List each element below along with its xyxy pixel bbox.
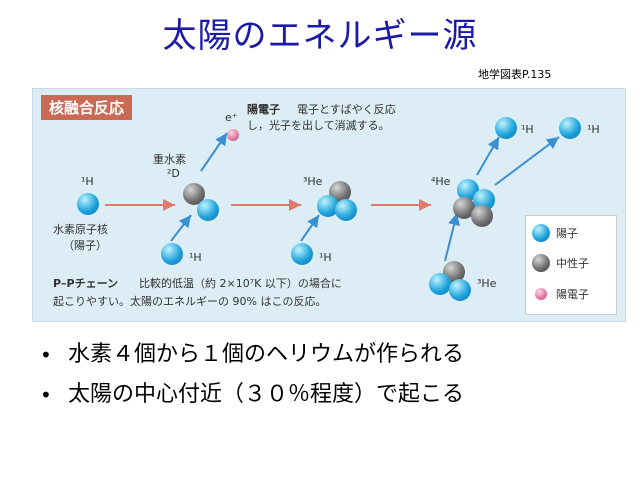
legend-neutron-label: 中性子 [556, 257, 589, 270]
h1-symbol: ¹H [81, 175, 94, 188]
neutron-swatch [532, 254, 550, 272]
legend-item-neutron: 中性子 [532, 254, 589, 272]
bullet-item: • 太陽の中心付近（３０％程度）で起こる [40, 380, 464, 420]
source-note: 地学図表P.135 [478, 68, 552, 81]
bullet-dot: • [40, 383, 52, 407]
bullet-text: 水素４個から１個のヘリウムが作られる [68, 342, 465, 367]
arrow-he3-in [444, 212, 460, 262]
he3-proton-2 [335, 199, 357, 221]
arrow-h-in-1 [170, 214, 192, 242]
he4-symbol: ⁴He [431, 175, 451, 188]
outgoing-proton-1 [495, 117, 517, 139]
he4-neutron-2 [471, 205, 493, 227]
legend-item-positron: 陽電子 [532, 286, 589, 302]
legend-positron-label: 陽電子 [556, 288, 589, 301]
arrow-h-out-2 [494, 136, 560, 186]
deuterium-symbol: ²D [167, 167, 180, 180]
incoming-proton-1 [161, 243, 183, 265]
positron-symbol: e⁺ [225, 111, 238, 124]
arrow-positron-out [200, 132, 228, 172]
he3-symbol-2: ³He [477, 277, 497, 290]
reaction-arrows [105, 132, 560, 262]
fusion-diagram: 核融合反応 e⁺ 陽電子 電子とすばやく反応 し，光子を出して消滅する。 ¹H … [32, 88, 626, 322]
h1-symbol-5: ¹H [587, 123, 600, 136]
incoming-proton-2 [291, 243, 313, 265]
legend-proton-label: 陽子 [556, 227, 578, 240]
outgoing-proton-2 [559, 117, 581, 139]
diagram-legend: 陽子 中性子 陽電子 [525, 215, 617, 315]
deuterium-neutron [183, 183, 205, 205]
slide-title: 太陽のエネルギー源 [162, 16, 478, 56]
positron-desc-2: し，光子を出して消滅する。 [247, 119, 390, 132]
he3-symbol: ³He [303, 175, 323, 188]
positron-desc-1: 電子とすばやく反応 [297, 103, 396, 116]
proton-swatch [532, 224, 550, 242]
proton-hydrogen [77, 193, 99, 215]
legend-item-proton: 陽子 [532, 224, 578, 242]
h1-label-1: 水素原子核 [53, 223, 108, 236]
deuterium-label: 重水素 [153, 153, 186, 166]
chain-name: P–Pチェーン [53, 277, 119, 290]
he3-proton-1 [317, 195, 339, 217]
positron-label: 陽電子 [247, 103, 280, 116]
bullet-dot: • [40, 343, 52, 367]
h1-symbol-2: ¹H [189, 251, 202, 264]
incoming-he3-proton-1 [429, 273, 451, 295]
chain-desc-2: 起こりやすい。太陽のエネルギーの 90% はこの反応。 [53, 295, 327, 308]
h1-symbol-4: ¹H [521, 123, 534, 136]
bullet-item: • 水素４個から１個のヘリウムが作られる [40, 340, 464, 380]
h1-symbol-3: ¹H [319, 251, 332, 264]
bullet-text: 太陽の中心付近（３０％程度）で起こる [68, 382, 465, 407]
arrow-h-out-1 [476, 136, 500, 176]
incoming-he3-proton-2 [449, 279, 471, 301]
he4-neutron-1 [453, 197, 475, 219]
h1-label-2: （陽子） [63, 239, 107, 252]
bullet-list: • 水素４個から１個のヘリウムが作られる • 太陽の中心付近（３０％程度）で起こ… [40, 340, 464, 420]
deuterium-proton [197, 199, 219, 221]
arrow-h-in-2 [300, 214, 320, 242]
positron-particle [227, 129, 239, 141]
positron-swatch [535, 288, 547, 300]
diagram-heading: 核融合反応 [41, 95, 133, 120]
chain-desc-1: 比較的低温（約 2×10⁷K 以下）の場合に [139, 277, 342, 290]
